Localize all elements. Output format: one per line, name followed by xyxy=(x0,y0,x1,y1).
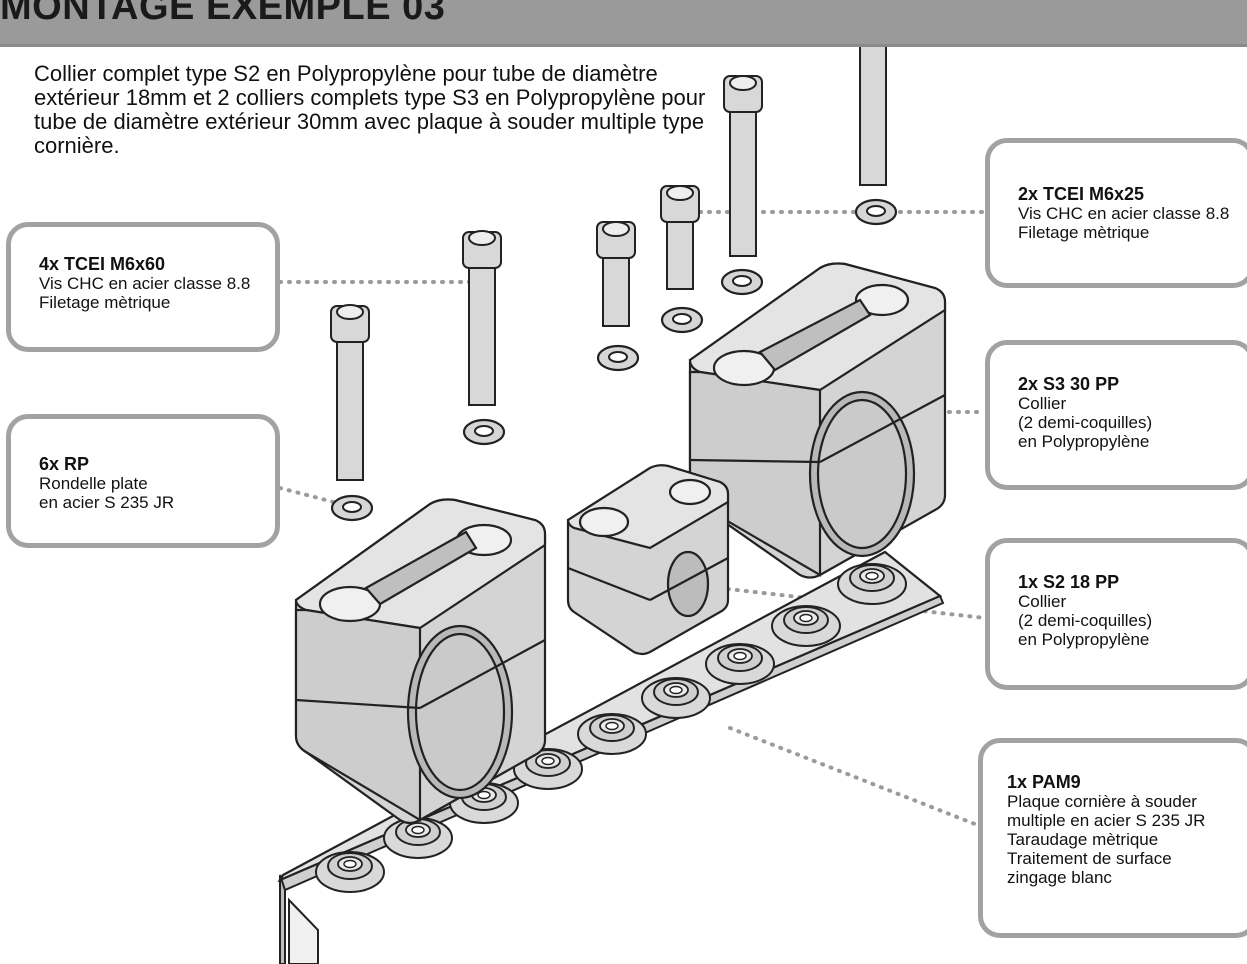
callout-ref: 2x S3 30 PP xyxy=(1018,374,1120,394)
callout-line: Collier xyxy=(1018,394,1067,413)
title-bar: MONTAGE EXEMPLE 03 xyxy=(0,0,1247,47)
callout-line: Filetage mètrique xyxy=(1018,223,1150,242)
callout-line: Vis CHC en acier classe 8.8 xyxy=(1018,204,1230,223)
callout-ref: 1x S2 18 PP xyxy=(1018,572,1120,592)
callout-line: multiple en acier S 235 JR xyxy=(1007,811,1206,830)
callout-line: Rondelle plate xyxy=(39,474,148,493)
callout-line: en Polypropylène xyxy=(1018,630,1150,649)
callout-line: Taraudage mètrique xyxy=(1007,830,1159,849)
callout-line: zingage blanc xyxy=(1007,868,1112,887)
callout-ref: 2x TCEI M6x25 xyxy=(1018,184,1145,204)
clamp-s2 xyxy=(566,464,730,656)
intro-text: Collier complet type S2 en Polypropylène… xyxy=(34,61,706,158)
clamp-s3-back xyxy=(688,262,947,579)
callout-line: Filetage mètrique xyxy=(39,293,171,312)
callout-line: Collier xyxy=(1018,592,1067,611)
page-title: MONTAGE EXEMPLE 03 xyxy=(0,0,446,28)
callout-tcei-m6x25: 2x TCEI M6x25 Vis CHC en acier classe 8.… xyxy=(985,138,1247,288)
callout-s3-30-pp: 2x S3 30 PP Collier (2 demi-coquilles) e… xyxy=(985,340,1247,490)
callout-line: en Polypropylène xyxy=(1018,432,1150,451)
callout-ref: 4x TCEI M6x60 xyxy=(39,254,166,274)
callout-line: (2 demi-coquilles) xyxy=(1018,413,1153,432)
callout-tcei-m6x60: 4x TCEI M6x60 Vis CHC en acier classe 8.… xyxy=(6,222,280,352)
callout-ref: 1x PAM9 xyxy=(1007,772,1081,792)
callout-line: Plaque cornière à souder xyxy=(1007,792,1197,811)
clamp-s3-front xyxy=(294,498,547,825)
callout-ref: 6x RP xyxy=(39,454,90,474)
callout-pam9: 1x PAM9 Plaque cornière à souder multipl… xyxy=(978,738,1247,938)
callout-line: Traitement de surface xyxy=(1007,849,1172,868)
callout-line: Vis CHC en acier classe 8.8 xyxy=(39,274,251,293)
callout-line: (2 demi-coquilles) xyxy=(1018,611,1153,630)
callout-rp: 6x RP Rondelle plate en acier S 235 JR xyxy=(6,414,280,548)
callout-line: en acier S 235 JR xyxy=(39,493,175,512)
callout-s2-18-pp: 1x S2 18 PP Collier (2 demi-coquilles) e… xyxy=(985,538,1247,690)
